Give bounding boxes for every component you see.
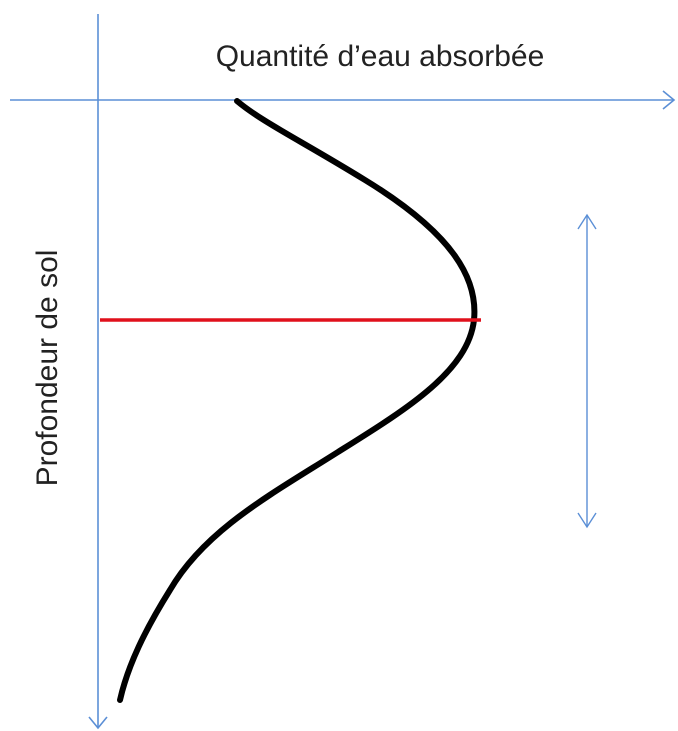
range-arrow-top-head [577,213,597,230]
y-axis-arrowhead [88,716,108,730]
x-axis-label: Quantité d’eau absorbée [216,40,545,73]
x-axis-arrowhead [662,90,676,110]
y-axis-label: Profondeur de sol [31,250,64,487]
range-arrow-bottom-head [577,512,597,529]
absorption-curve [117,98,478,703]
range-double-arrow [577,213,597,529]
